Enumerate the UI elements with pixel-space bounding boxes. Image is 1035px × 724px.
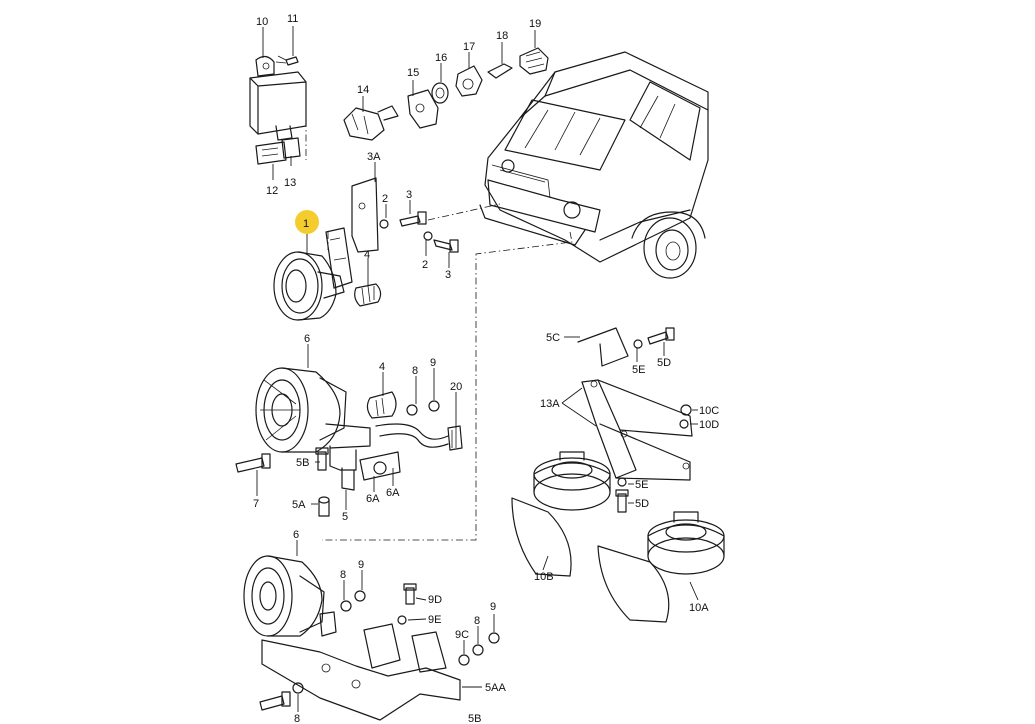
label-17[interactable]: 17 — [463, 41, 475, 53]
label-5B-bottom[interactable]: 5B — [468, 713, 481, 724]
wiring-dashed-lines — [305, 120, 573, 541]
fasteners — [235, 211, 692, 711]
label-10[interactable]: 10 — [256, 16, 268, 28]
horn-lower — [243, 555, 461, 721]
label-10D[interactable]: 10D — [699, 419, 719, 431]
label-5D-upper[interactable]: 5D — [657, 357, 671, 369]
label-9E[interactable]: 9E — [428, 614, 441, 626]
label-11[interactable]: 11 — [287, 13, 298, 25]
relay-assembly — [249, 55, 307, 165]
label-6-lower[interactable]: 6 — [293, 529, 299, 541]
label-2-upper[interactable]: 2 — [382, 193, 388, 205]
label-19[interactable]: 19 — [529, 18, 541, 30]
label-4-middle[interactable]: 4 — [379, 361, 385, 373]
label-8-middle[interactable]: 8 — [412, 365, 418, 377]
label-4-upper[interactable]: 4 — [364, 249, 370, 261]
label-9-lower-right[interactable]: 9 — [490, 601, 496, 613]
label-5[interactable]: 5 — [342, 511, 348, 523]
label-20[interactable]: 20 — [450, 381, 462, 393]
label-9C[interactable]: 9C — [455, 629, 469, 641]
label-3A[interactable]: 3A — [367, 151, 381, 163]
label-5E-lower[interactable]: 5E — [635, 479, 648, 491]
part-labels: 1 10 11 12 13 14 15 16 17 18 19 3A 2 3 2… — [253, 13, 719, 724]
small-parts-top — [343, 47, 549, 141]
label-10A[interactable]: 10A — [689, 602, 709, 614]
label-9-middle[interactable]: 9 — [430, 357, 436, 369]
label-8-lower-right[interactable]: 8 — [474, 615, 480, 627]
label-8-lower-left[interactable]: 8 — [340, 569, 346, 581]
label-8-bottom[interactable]: 8 — [294, 713, 300, 724]
label-2-lower[interactable]: 2 — [422, 259, 428, 271]
label-6-middle[interactable]: 6 — [304, 333, 310, 345]
label-14[interactable]: 14 — [357, 84, 369, 96]
label-3-upper[interactable]: 3 — [406, 189, 412, 201]
horn-upper — [273, 177, 382, 321]
label-18[interactable]: 18 — [496, 30, 508, 42]
label-3-lower[interactable]: 3 — [445, 269, 451, 281]
label-5D-lower[interactable]: 5D — [635, 498, 649, 510]
highlight-marker — [295, 210, 319, 234]
label-9-lower-left[interactable]: 9 — [358, 559, 364, 571]
label-6A-right[interactable]: 6A — [386, 487, 400, 499]
label-5B[interactable]: 5B — [296, 457, 309, 469]
trumpet-horns — [511, 327, 725, 623]
label-5AA[interactable]: 5AA — [485, 682, 506, 694]
label-16[interactable]: 16 — [435, 52, 447, 64]
label-12[interactable]: 12 — [266, 185, 278, 197]
label-5E-upper[interactable]: 5E — [632, 364, 645, 376]
label-10C[interactable]: 10C — [699, 405, 719, 417]
label-6A-left[interactable]: 6A — [366, 493, 380, 505]
label-1[interactable]: 1 — [303, 218, 309, 230]
van-illustration — [479, 51, 709, 279]
label-5C[interactable]: 5C — [546, 332, 560, 344]
label-13[interactable]: 13 — [284, 177, 296, 189]
label-13A[interactable]: 13A — [540, 398, 560, 410]
label-15[interactable]: 15 — [407, 67, 419, 79]
label-10B[interactable]: 10B — [534, 571, 554, 583]
horn-cable — [375, 423, 463, 451]
label-9D[interactable]: 9D — [428, 594, 442, 606]
label-7[interactable]: 7 — [253, 498, 259, 510]
horn-middle — [255, 367, 401, 491]
label-5A[interactable]: 5A — [292, 499, 306, 511]
leader-lines — [256, 26, 699, 712]
